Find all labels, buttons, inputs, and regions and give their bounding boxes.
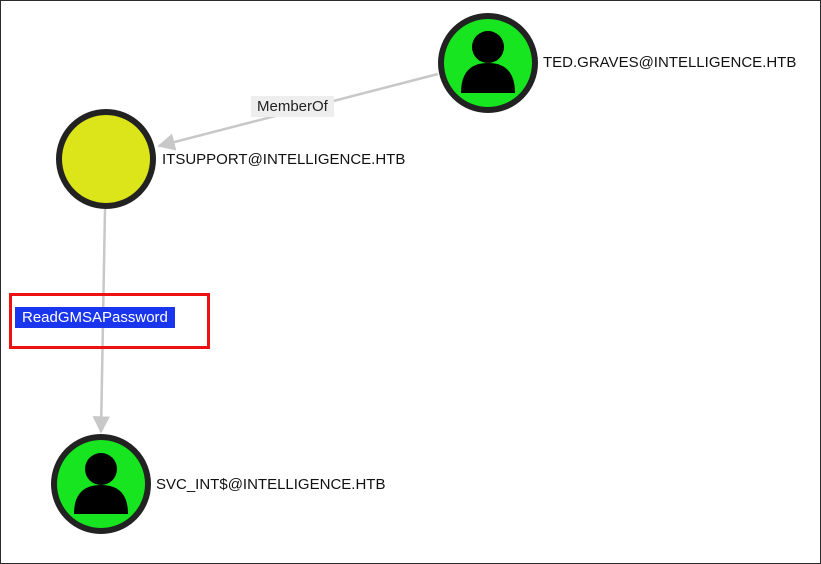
node-svc-int[interactable] <box>51 434 151 534</box>
edge-label-memberof[interactable]: MemberOf <box>251 96 334 117</box>
node-label-ted-graves: TED.GRAVES@INTELLIGENCE.HTB <box>543 54 797 71</box>
edge-label-readgmsapassword[interactable]: ReadGMSAPassword <box>15 307 175 328</box>
node-label-itsupport: ITSUPPORT@INTELLIGENCE.HTB <box>162 151 406 168</box>
node-label-svc-int: SVC_INT$@INTELLIGENCE.HTB <box>156 476 386 493</box>
user-silhouette-icon <box>74 453 128 514</box>
highlight-box <box>9 293 210 349</box>
node-ted-graves[interactable] <box>438 13 538 113</box>
node-itsupport[interactable] <box>56 109 156 209</box>
user-silhouette-icon <box>461 31 515 93</box>
